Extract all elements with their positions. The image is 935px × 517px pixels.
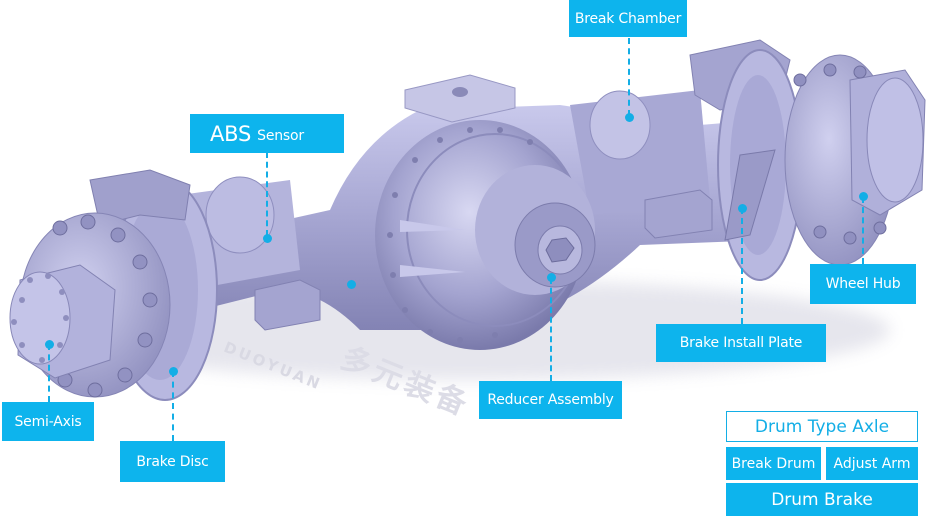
dot-brake-disc [169,367,178,376]
label-reducer-assembly-text: Reducer Assembly [487,392,614,408]
label-brake-disc-text: Brake Disc [136,453,209,470]
dot-wheel-hub [859,192,868,201]
dot-brake-install-plate [738,204,747,213]
legend-title-text: Drum Type Axle [754,416,890,437]
label-wheel-hub: Wheel Hub [810,264,916,304]
label-sensor-text: Sensor [257,127,304,144]
legend-footer-text: Drum Brake [771,489,873,510]
label-brake-install-plate-text: Brake Install Plate [679,335,803,351]
dot-reducer-assembly [547,273,556,282]
label-brake-disc: Brake Disc [120,441,225,482]
label-reducer-assembly: Reducer Assembly [479,381,622,419]
legend-item-break-drum: Break Drum [726,447,821,480]
dot-break-chamber [625,113,634,122]
label-break-chamber-text: Break Chamber [574,10,682,27]
leader-break-chamber [628,38,630,116]
legend-item-adjust-arm-text: Adjust Arm [833,455,911,472]
leader-reducer-assembly [550,278,552,381]
dot-semi-axis [45,340,54,349]
dot-abs-sensor [263,234,272,243]
label-semi-axis-text: Semi-Axis [14,413,82,430]
label-break-chamber: Break Chamber [569,0,687,37]
leader-brake-install-plate [741,208,743,324]
dot-axle-housing [347,280,356,289]
legend-item-break-drum-text: Break Drum [731,455,816,472]
legend-title: Drum Type Axle [726,411,918,442]
label-wheel-hub-text: Wheel Hub [825,276,901,292]
legend-footer: Drum Brake [726,483,918,516]
legend-item-adjust-arm: Adjust Arm [826,447,918,480]
leader-wheel-hub [862,197,864,264]
label-semi-axis: Semi-Axis [2,402,94,441]
label-abs-text: ABS [210,121,252,146]
label-abs-sensor: ABS Sensor [190,114,344,153]
leader-semi-axis [48,344,50,402]
leader-brake-disc [172,371,174,441]
label-brake-install-plate: Brake Install Plate [656,324,826,362]
leader-abs-sensor [266,152,268,236]
